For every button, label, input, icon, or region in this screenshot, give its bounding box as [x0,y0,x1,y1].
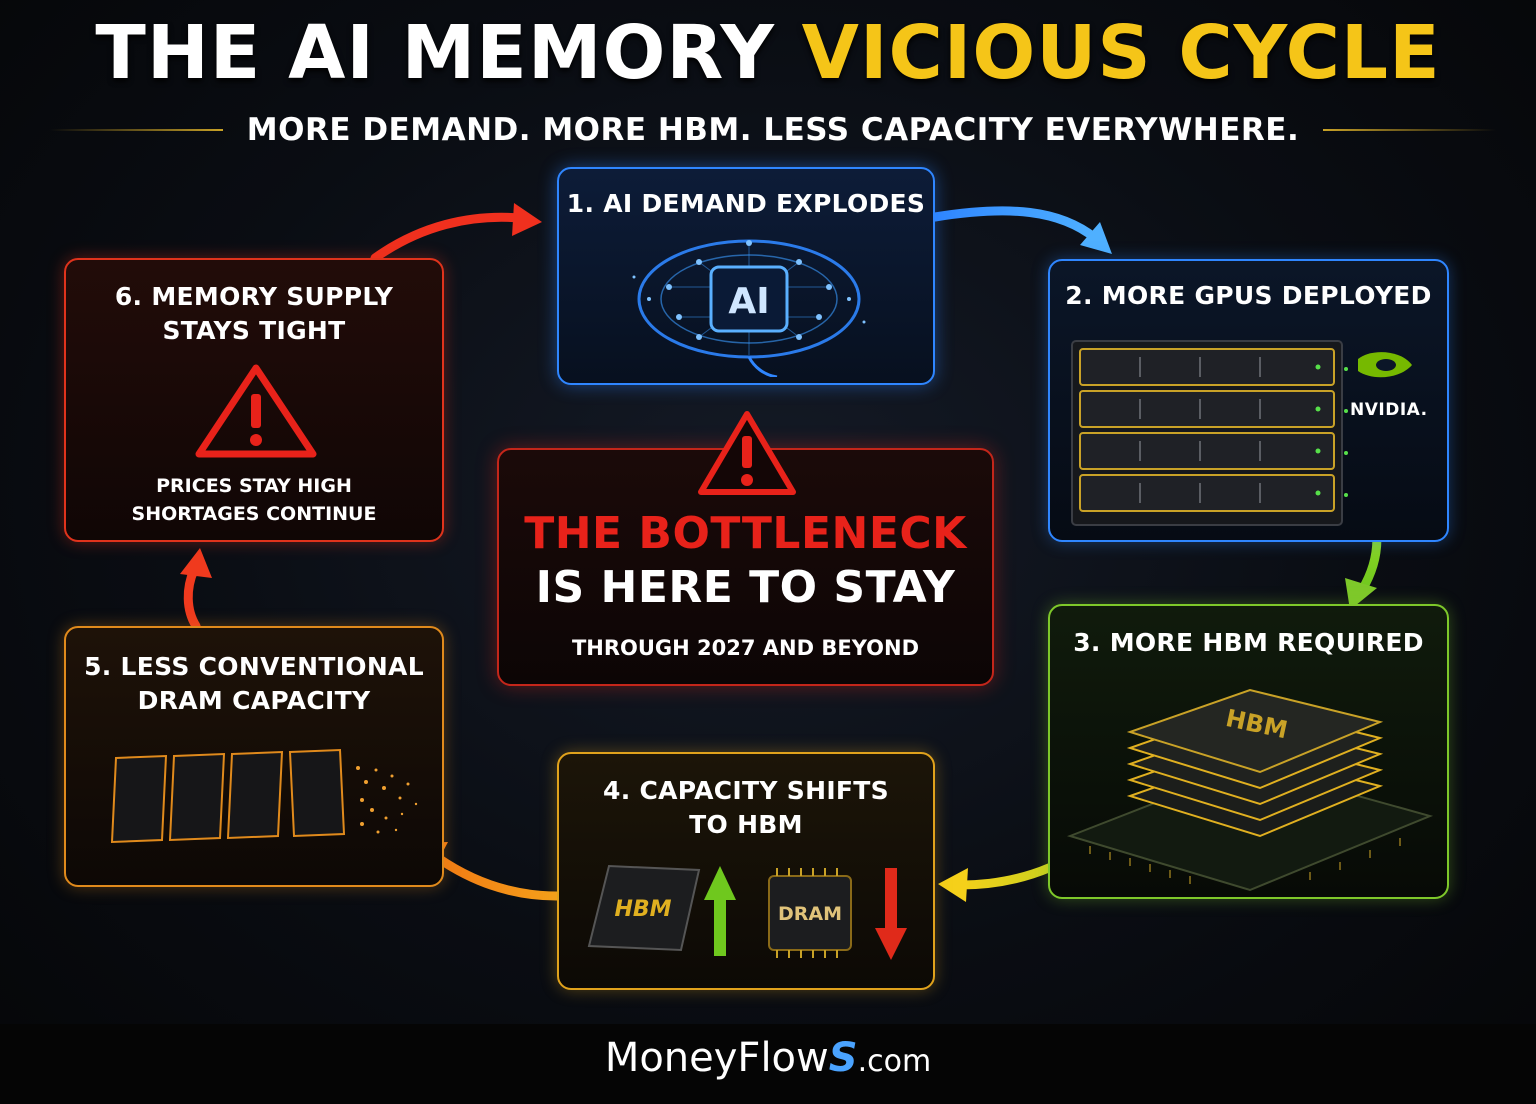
step-4-title-line2: TO HBM [689,810,803,839]
step-4-card: 4. CAPACITY SHIFTS TO HBM HBM DRAM [557,752,935,990]
page-title: THE AI MEMORY VICIOUS CYCLE [0,8,1536,98]
step-5-title-line1: 5. LESS CONVENTIONAL [84,652,424,681]
arrow-up-icon [704,866,736,956]
arrow-6-to-1 [370,212,525,263]
ai-badge: AI [728,281,769,322]
bottleneck-line3: THROUGH 2027 AND BEYOND [571,636,920,660]
title-main: THE AI MEMORY [95,10,775,96]
arrow-head-1-to-2 [1080,222,1112,254]
footer-bar [0,1024,1536,1104]
step-6-note-line2: SHORTAGES CONTINUE [131,503,377,525]
step-5-card: 5. LESS CONVENTIONAL DRAM CAPACITY [64,626,444,887]
divider-left [50,129,223,131]
subtitle: MORE DEMAND. MORE HBM. LESS CAPACITY EVE… [246,112,1300,148]
arrow-head-3-to-4 [938,868,968,902]
step-3-title: 3. MORE HBM REQUIRED [1073,628,1424,657]
step-6-title-line1: 6. MEMORY SUPPLY [114,282,394,311]
arrow-down-icon [875,868,907,960]
ai-brain-icon: AI [632,239,866,377]
arrow-head-5-to-6 [180,548,212,578]
center-warning-icon [698,411,796,495]
subtitle-row: MORE DEMAND. MORE HBM. LESS CAPACITY EVE… [50,108,1496,152]
dram-chip-label: DRAM [778,903,842,925]
nvidia-logo-icon: NVIDIA. [1350,352,1428,420]
brand-logo: MoneyFlowS.com [0,1035,1536,1081]
gpu-server-rack-icon: NVIDIA. [1071,340,1428,526]
nvidia-wordmark: NVIDIA. [1350,400,1428,420]
step-6-note-line1: PRICES STAY HIGH [156,475,352,497]
bottleneck-card: THE BOTTLENECK IS HERE TO STAY THROUGH 2… [497,411,994,686]
hbm-chip-small-label: HBM [614,897,671,922]
step-1-title: 1. AI DEMAND EXPLODES [566,189,926,218]
step-1-card: 1. AI DEMAND EXPLODES AI [557,167,935,385]
step-2-card: 2. MORE GPUS DEPLOYED NVIDIA. [1048,259,1449,542]
bottleneck-line2: IS HERE TO STAY [535,562,956,613]
bottleneck-line1: THE BOTTLENECK [524,508,967,559]
dram-chip-icon: DRAM [768,868,852,958]
hbm-chip-icon: HBM [587,864,701,952]
dram-modules-icon [110,748,418,844]
capacity-shift-graphic: HBM DRAM [587,864,907,960]
brand-name: MoneyFlow [604,1035,829,1081]
step-6-note: PRICES STAY HIGH SHORTAGES CONTINUE [66,472,442,528]
step-2-title: 2. MORE GPUS DEPLOYED [1065,281,1432,310]
warning-icon [195,364,317,458]
step-3-card: 3. MORE HBM REQUIRED HBM [1048,604,1449,899]
divider-right [1323,129,1496,131]
title-accent: VICIOUS CYCLE [801,10,1441,96]
step-6-card: 6. MEMORY SUPPLY STAYS TIGHT PRICES STAY… [64,258,444,542]
arrow-4-to-5 [433,853,562,901]
arrow-1-to-2 [930,206,1100,243]
arrow-head-6-to-1 [512,203,542,236]
brand-domain: .com [857,1044,932,1079]
brand-s-mark: S [828,1035,858,1081]
hbm-stack-icon: HBM [1066,688,1434,892]
step-4-title-line1: 4. CAPACITY SHIFTS [603,776,889,805]
arrow-5-to-6 [183,565,201,631]
step-6-title-line2: STAYS TIGHT [162,316,346,345]
step-5-title-line2: DRAM CAPACITY [137,686,371,715]
